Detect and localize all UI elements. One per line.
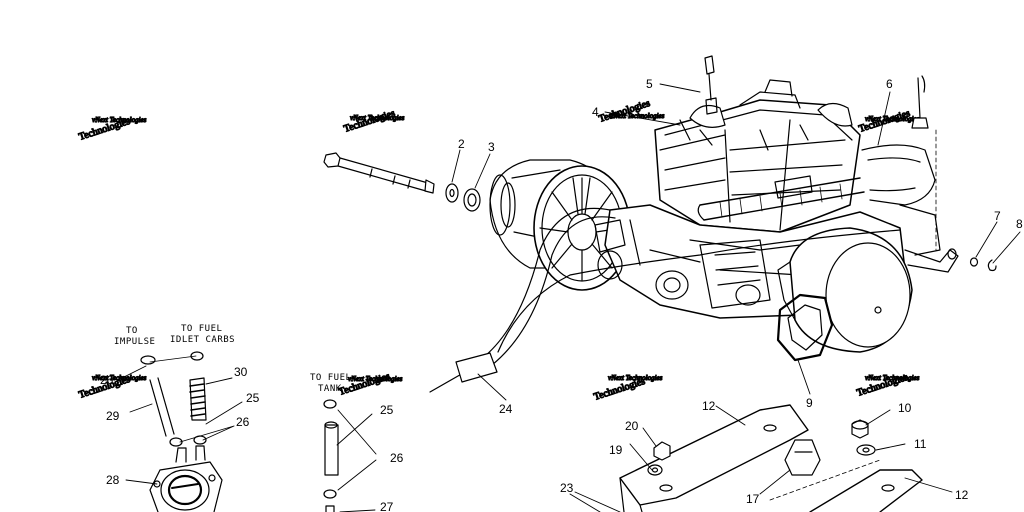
callout-20: 20 [625,419,639,433]
svg-text:vNext Technologies: vNext Technologies [608,374,663,382]
callout-27: 27 [380,500,394,512]
callout-12-top: 12 [702,399,716,413]
fuel-line-29-part [149,377,175,437]
callout-11: 11 [914,437,927,451]
svg-text:vNext Technologies: vNext Technologies [348,375,403,383]
svg-text:vNext Technologies: vNext Technologies [865,115,920,123]
callout-23: 23 [560,481,574,495]
fuel-hose-30-part [189,377,207,421]
callout-26-mid: 26 [236,415,250,429]
watermark-2: Technologies vNext Technologies [342,107,405,135]
callout-25-left: 25 [246,391,260,405]
callout-5: 5 [646,77,653,91]
callout-29: 29 [106,409,120,423]
sensor-probe-part [911,75,929,129]
drive-clutch-part [489,159,631,291]
svg-text:vNext Technologies: vNext Technologies [92,116,147,124]
engine-mount-bracket-right [809,469,923,512]
callout-6: 6 [886,77,893,91]
watermark-1: Technologies vNext Technologies [77,115,147,143]
callout-26-left: 26 [100,373,114,387]
callout-10: 10 [898,401,912,415]
nut-20-part [653,441,671,461]
callout-2: 2 [458,137,465,151]
svg-text:vNext Technologies: vNext Technologies [610,112,665,120]
watermark-7: Technologies vNext Technologies [592,373,663,403]
svg-text:vNext Technologies: vNext Technologies [350,114,405,122]
watermark-4: Technologies vNext Technologies [857,107,920,135]
callout-9: 9 [806,396,813,410]
note-to-fuel-tank-line1: TO FUEL [310,373,351,383]
exhaust-hose-part [697,144,941,256]
clamp-26-part [140,351,207,447]
callout-4: 4 [592,105,599,119]
callout-30: 30 [234,365,248,379]
gasket-part [776,293,834,362]
recoil-starter-part [777,227,913,353]
note-to-impulse-line1: TO [126,326,138,336]
engine-mount-bracket-left [619,404,809,512]
callout-25-center: 25 [380,403,394,417]
callout-17: 17 [746,492,760,506]
watermark-8: Technologies vNext Technologies [855,371,920,399]
callout-8: 8 [1016,217,1023,231]
mounting-bolt-part [323,152,435,194]
throttle-cable-part [429,207,901,393]
callout-3: 3 [488,140,495,154]
throttle-linkage-part [904,248,959,273]
note-to-fuel-idlet-line2: IDLET CARBS [170,335,235,345]
note-to-fuel-idlet-line1: TO FUEL [181,324,222,334]
callout-labels: 2 3 4 5 6 7 8 9 10 11 12 12 17 19 20 23 … [100,77,1023,512]
engine-cylinder-block [654,79,861,233]
washer-19-part [647,464,663,476]
routing-notes: TO IMPULSE TO FUEL IDLET CARBS TO FUEL T… [114,324,351,394]
nut-10-part [851,419,869,439]
rubber-mount-part [784,439,821,476]
washer-11-part [856,444,876,456]
callout-7: 7 [994,209,1001,223]
leader-lines [117,83,1021,512]
callout-26-center: 26 [390,451,404,465]
fuel-pump-part [149,445,223,512]
callout-12-right: 12 [955,488,969,502]
washer-7-part [969,257,979,267]
svg-text:vNext Technologies: vNext Technologies [92,374,147,382]
note-to-impulse-line2: IMPULSE [114,337,155,347]
svg-text:vNext Technologies: vNext Technologies [865,374,920,382]
washer-part [445,183,459,203]
fuel-line-25-part [323,399,339,512]
bushing-part [463,188,481,212]
note-to-fuel-tank-line2: TANK [318,384,342,394]
clip-8-part [987,259,997,272]
callout-28: 28 [106,473,120,487]
spark-plug-part [704,55,718,115]
callout-19: 19 [609,443,623,457]
callout-24: 24 [499,402,513,416]
